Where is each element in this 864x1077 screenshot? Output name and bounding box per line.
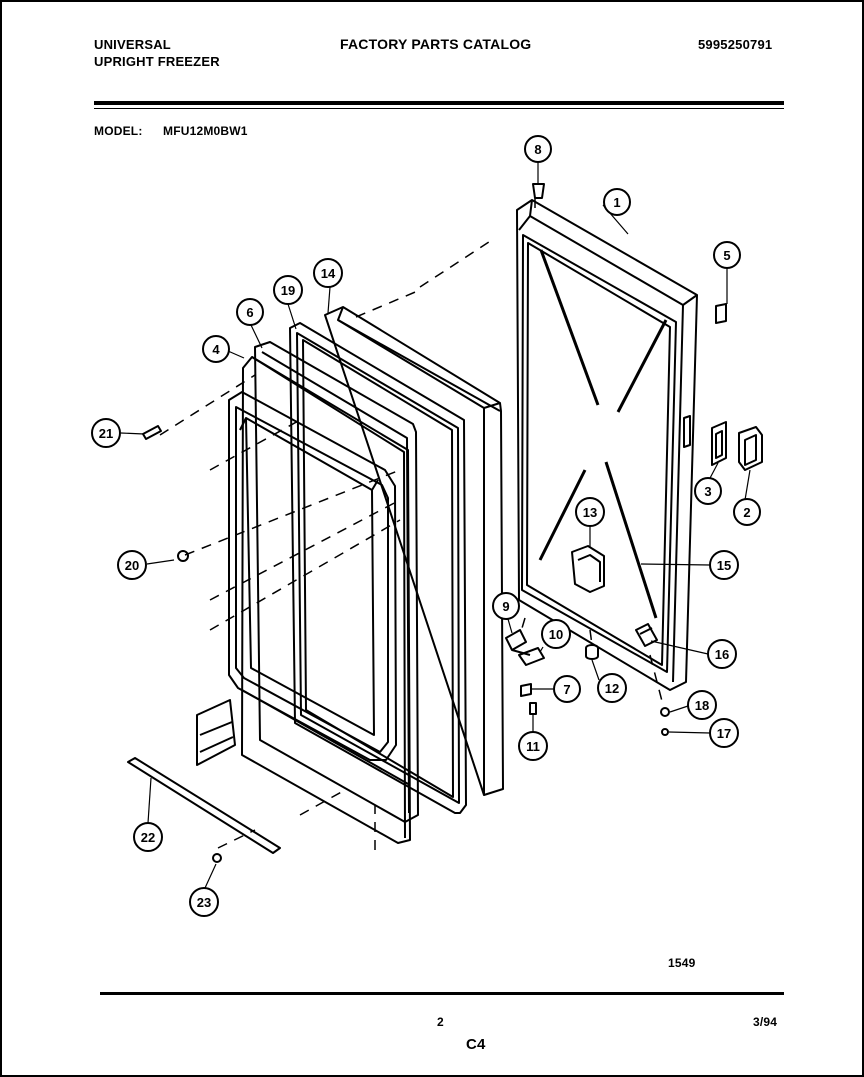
lower-liner-panel	[196, 689, 411, 786]
callout-19: 19	[273, 275, 303, 305]
svg-text:10: 10	[549, 627, 563, 642]
svg-text:8: 8	[534, 142, 541, 157]
callout-13: 13	[575, 497, 605, 527]
door-foam-streaks	[538, 249, 668, 619]
svg-text:23: 23	[197, 895, 211, 910]
svg-text:4: 4	[212, 342, 220, 357]
callout-9: 9	[492, 592, 520, 620]
callout-5: 5	[713, 241, 741, 269]
svg-text:14: 14	[321, 266, 336, 281]
footer-date: 3/94	[753, 1015, 778, 1029]
handle-piece-3	[711, 421, 727, 466]
callout-18: 18	[687, 690, 717, 720]
model-label: MODEL:	[94, 124, 143, 138]
handle-piece-2	[738, 426, 763, 471]
screw-23	[212, 853, 222, 863]
callout-4: 4	[202, 335, 230, 363]
svg-text:18: 18	[695, 698, 709, 713]
clip-13	[571, 545, 605, 593]
plug-8	[532, 183, 545, 199]
cap-5	[715, 303, 727, 324]
catalog-title: FACTORY PARTS CATALOG	[340, 36, 532, 52]
callout-14: 14	[313, 258, 343, 288]
model-value: MFU12M0BW1	[163, 124, 248, 138]
callout-7: 7	[553, 675, 581, 703]
door-gasket	[289, 322, 467, 814]
svg-text:17: 17	[717, 726, 731, 741]
assembly-guides	[159, 198, 664, 850]
leader-lines	[120, 162, 751, 889]
screw-11	[529, 702, 537, 715]
screw-20	[177, 550, 189, 562]
hinge-9	[505, 629, 531, 656]
footer-rule	[100, 992, 784, 995]
screw-21	[142, 425, 162, 440]
callout-1: 1	[603, 188, 631, 216]
callout-21: 21	[91, 418, 121, 448]
callout-20: 20	[117, 550, 147, 580]
svg-text:16: 16	[715, 647, 729, 662]
callout-11: 11	[518, 731, 548, 761]
callout-12: 12	[597, 673, 627, 703]
svg-text:15: 15	[717, 558, 731, 573]
svg-text:12: 12	[605, 681, 619, 696]
callout-2: 2	[733, 498, 761, 526]
header-rule-thin	[94, 108, 784, 109]
callout-10: 10	[541, 619, 571, 649]
drawing-code: 1549	[668, 956, 696, 970]
header-rule-thick	[94, 101, 784, 105]
washer-18	[660, 707, 670, 717]
bushing-12	[585, 644, 599, 660]
handle-slot	[683, 415, 691, 448]
svg-text:5: 5	[723, 248, 730, 263]
callout-3: 3	[694, 477, 722, 505]
hinge-bracket-10	[518, 647, 545, 666]
bottom-strip-22	[127, 757, 281, 854]
brand-line-2: UPRIGHT FREEZER	[94, 54, 220, 69]
svg-text:9: 9	[502, 599, 509, 614]
callout-16: 16	[707, 639, 737, 669]
catalog-number: 5995250791	[698, 37, 773, 52]
svg-text:7: 7	[563, 682, 570, 697]
svg-text:20: 20	[125, 558, 139, 573]
svg-text:3: 3	[704, 484, 711, 499]
svg-text:21: 21	[99, 426, 113, 441]
screw-17	[661, 728, 669, 736]
callout-23: 23	[189, 887, 219, 917]
svg-text:13: 13	[583, 505, 597, 520]
outer-door-panel	[324, 306, 504, 796]
svg-text:6: 6	[246, 305, 253, 320]
brand-line-1: UNIVERSAL	[94, 37, 171, 52]
section-code: C4	[466, 1036, 486, 1053]
callout-6: 6	[236, 298, 264, 326]
cabinet-door	[516, 199, 698, 691]
svg-text:2: 2	[743, 505, 750, 520]
page-number: 2	[437, 1015, 444, 1029]
callout-8: 8	[524, 135, 552, 163]
svg-text:19: 19	[281, 283, 295, 298]
svg-text:1: 1	[613, 195, 620, 210]
bracket-16	[635, 623, 658, 647]
hinge-pin-7	[520, 683, 532, 697]
callout-17: 17	[709, 718, 739, 748]
inner-door-liner	[228, 356, 411, 844]
svg-text:22: 22	[141, 830, 155, 845]
svg-text:11: 11	[526, 739, 540, 754]
callout-22: 22	[133, 822, 163, 852]
callout-15: 15	[709, 550, 739, 580]
